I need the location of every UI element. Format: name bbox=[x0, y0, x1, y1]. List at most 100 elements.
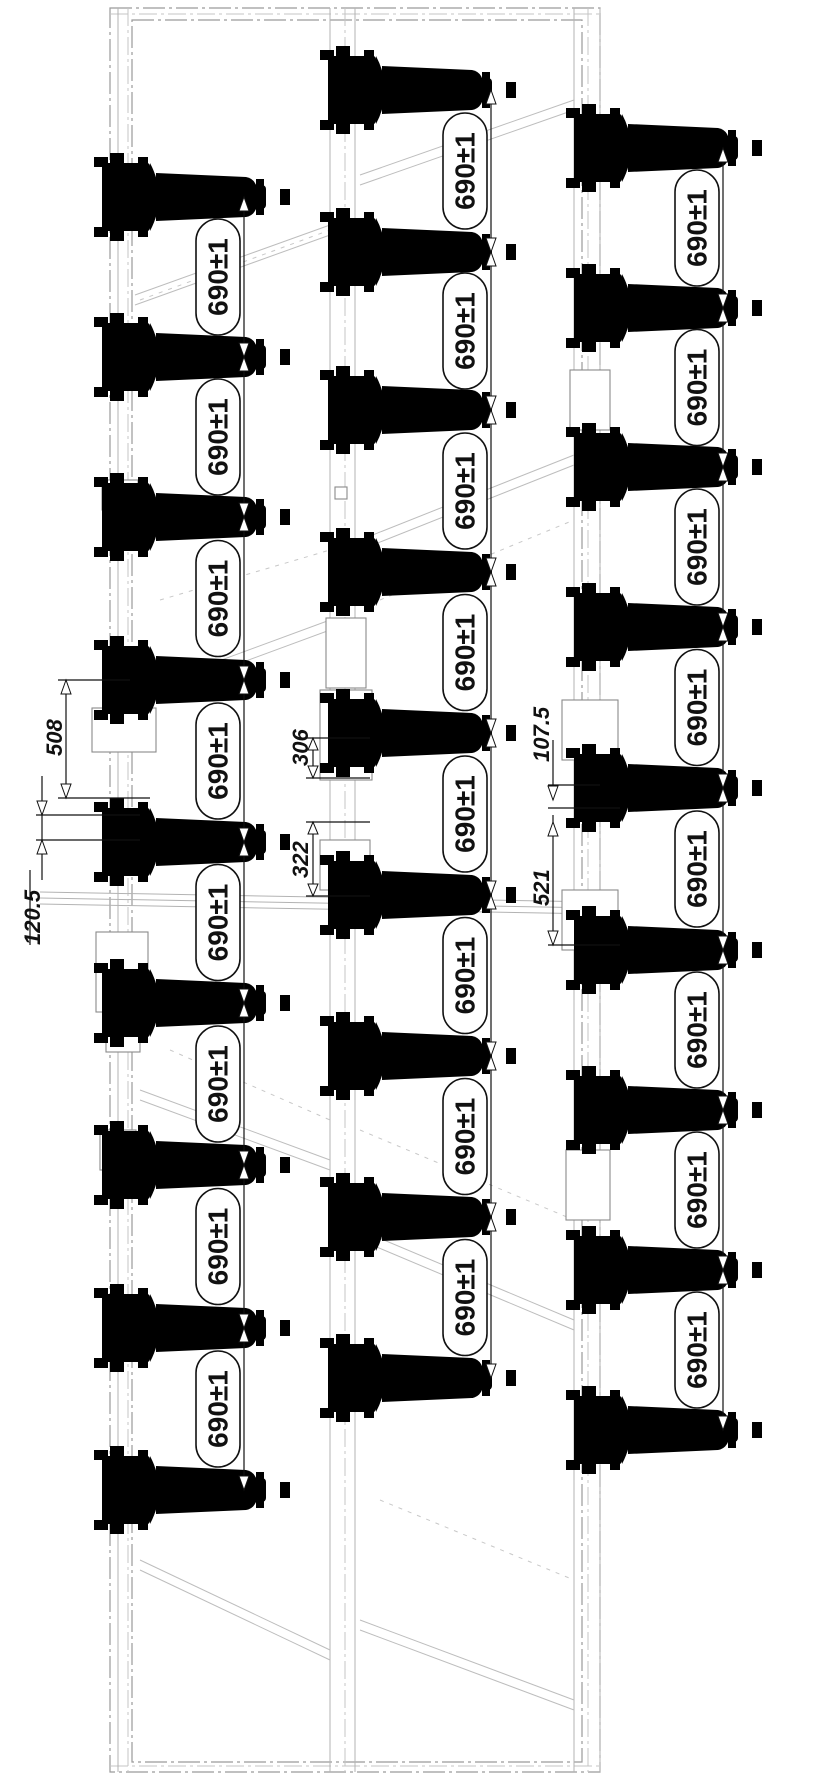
center-dimension-306: 306 bbox=[288, 729, 313, 766]
arrowhead bbox=[717, 1415, 729, 1432]
spacing-label-text: 690±1 bbox=[682, 991, 713, 1069]
arrowhead bbox=[485, 250, 497, 267]
row-unit-body bbox=[566, 423, 762, 511]
row-units bbox=[94, 46, 762, 1534]
spacing-label-pill bbox=[195, 539, 241, 658]
row-unit bbox=[566, 423, 762, 511]
row-unit bbox=[320, 208, 516, 296]
arrowhead bbox=[717, 786, 729, 803]
row-unit-body bbox=[566, 1386, 762, 1474]
row-unit-body bbox=[320, 366, 516, 454]
spacing-label-pill bbox=[195, 863, 241, 982]
row-unit-body bbox=[566, 906, 762, 994]
arrowhead bbox=[717, 612, 729, 629]
spacing-label-text: 690±1 bbox=[682, 830, 713, 908]
spacing-label-text: 690±1 bbox=[682, 1311, 713, 1389]
arrowhead bbox=[238, 355, 250, 372]
row-unit-body bbox=[94, 798, 290, 886]
spacing-label-pill bbox=[195, 702, 241, 820]
arrowhead bbox=[717, 773, 729, 790]
arrowhead bbox=[485, 1054, 497, 1071]
spacing-label-text: 690±1 bbox=[450, 614, 481, 692]
left-dimension-508: 508 bbox=[42, 719, 67, 756]
row-unit-body bbox=[320, 1173, 516, 1261]
row-unit-body bbox=[94, 959, 290, 1047]
row-unit bbox=[94, 1446, 290, 1534]
spacing-label-text: 690±1 bbox=[203, 398, 234, 476]
arrowhead bbox=[238, 988, 250, 1005]
arrowhead bbox=[238, 840, 250, 857]
row-unit bbox=[94, 798, 290, 886]
spacing-label-pill bbox=[195, 218, 241, 336]
row-unit-body bbox=[566, 264, 762, 352]
left-dimension-120-5: 120.5 bbox=[20, 889, 45, 945]
spacing-label-pill bbox=[674, 328, 720, 447]
spacing-dimensions bbox=[238, 88, 729, 1492]
row-unit-body bbox=[566, 744, 762, 832]
arrowhead bbox=[717, 935, 729, 952]
row-unit bbox=[94, 153, 290, 241]
center-dimension-322: 322 bbox=[288, 841, 313, 878]
spacing-label-text: 690±1 bbox=[203, 1370, 234, 1448]
spacing-label-pill bbox=[674, 971, 720, 1089]
spacing-label-pill bbox=[442, 755, 488, 873]
arrowhead bbox=[238, 1313, 250, 1330]
arrowhead bbox=[238, 827, 250, 844]
row-unit bbox=[566, 744, 762, 832]
spacing-label-pill bbox=[442, 1238, 488, 1357]
row-unit bbox=[94, 1284, 290, 1372]
row-unit bbox=[320, 46, 516, 134]
row-unit bbox=[566, 906, 762, 994]
row-unit-body bbox=[320, 1334, 516, 1422]
spacing-label-text: 690±1 bbox=[203, 238, 234, 316]
row-unit bbox=[320, 1334, 516, 1422]
arrowhead bbox=[485, 1363, 497, 1380]
spacing-label-pill bbox=[674, 1131, 720, 1249]
arrowhead bbox=[485, 718, 497, 735]
row-unit bbox=[94, 313, 290, 401]
spacing-label-text: 690±1 bbox=[203, 560, 234, 638]
row-unit-body bbox=[566, 1066, 762, 1154]
arrowhead bbox=[717, 146, 729, 163]
arrowhead bbox=[717, 625, 729, 642]
spacing-label-text: 690±1 bbox=[682, 508, 713, 586]
spacing-label-text: 690±1 bbox=[682, 189, 713, 267]
arrowhead bbox=[485, 893, 497, 910]
row-unit-body bbox=[94, 1284, 290, 1372]
spacing-label-pill bbox=[442, 1077, 488, 1196]
arrowhead bbox=[485, 408, 497, 425]
spacing-label-pill bbox=[195, 378, 241, 496]
arrowhead bbox=[238, 665, 250, 682]
spacing-label-text: 690±1 bbox=[450, 937, 481, 1015]
arrowhead bbox=[485, 557, 497, 574]
arrowhead bbox=[485, 88, 497, 105]
row-unit-body bbox=[320, 208, 516, 296]
spacing-label-pill bbox=[442, 916, 488, 1035]
arrowhead bbox=[717, 1255, 729, 1272]
row-unit-body bbox=[94, 313, 290, 401]
arrowhead bbox=[238, 1326, 250, 1343]
arrowhead bbox=[485, 1215, 497, 1232]
spacing-label-pill bbox=[442, 272, 488, 390]
arrowhead bbox=[485, 1041, 497, 1058]
row-unit-body bbox=[94, 153, 290, 241]
spacing-label-pill bbox=[442, 593, 488, 712]
arrowhead bbox=[485, 237, 497, 254]
right-dimension-107-5: 107.5 bbox=[529, 706, 554, 762]
spacing-label-text: 690±1 bbox=[450, 292, 481, 370]
spacing-label-text: 690±1 bbox=[203, 884, 234, 962]
spacing-label-text: 690±1 bbox=[203, 1045, 234, 1123]
arrowhead bbox=[238, 1001, 250, 1018]
spacing-label-text: 690±1 bbox=[450, 1259, 481, 1337]
row-unit-body bbox=[566, 1226, 762, 1314]
spacing-label-pill bbox=[674, 488, 720, 606]
row-unit bbox=[320, 366, 516, 454]
arrowhead bbox=[485, 570, 497, 587]
spacing-label-text: 690±1 bbox=[203, 722, 234, 800]
spacing-label-pill bbox=[674, 810, 720, 928]
spacing-label-text: 690±1 bbox=[203, 1208, 234, 1286]
row-unit bbox=[320, 851, 516, 939]
spacing-label-pill bbox=[442, 432, 488, 550]
row-unit-body bbox=[566, 583, 762, 671]
